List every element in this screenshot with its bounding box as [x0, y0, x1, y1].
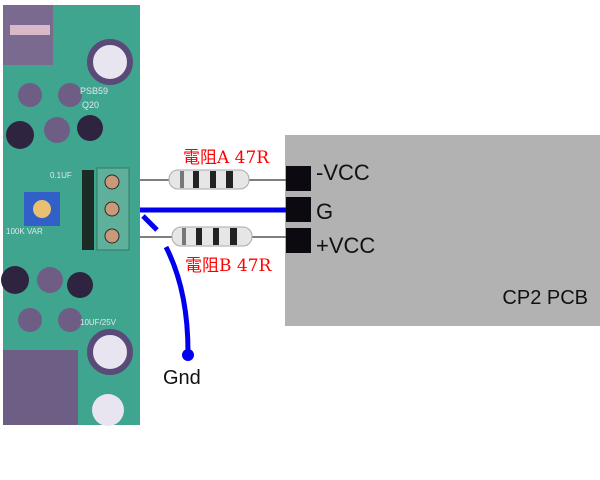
silk-100kvar: 100K VAR — [6, 227, 43, 236]
cp2-pcb-board — [285, 135, 600, 326]
resistor-a — [168, 169, 250, 190]
cp2-pcb-label: CP2 PCB — [502, 287, 588, 309]
ground-label: Gnd — [163, 367, 201, 389]
silk-10uf: 10UF/25V — [80, 318, 117, 327]
pin-label-pos-vcc: +VCC — [316, 233, 375, 258]
silk-psb59: PSB59 — [80, 86, 108, 96]
pcb-photo: PSB59 Q20 0.1UF 100K VAR 10UF/25V — [1, 5, 140, 426]
ground-lead — [163, 245, 191, 353]
pin-neg-vcc — [286, 166, 311, 191]
silk-q20: Q20 — [82, 100, 99, 110]
resistor-b — [171, 226, 253, 247]
pin-pos-vcc — [286, 228, 311, 253]
ground-wire-branch — [141, 214, 159, 232]
pin-g — [286, 197, 311, 222]
pin-label-neg-vcc: -VCC — [316, 160, 370, 185]
resistor-a-label: 電阻A 47R — [183, 148, 270, 168]
ground-terminal-dot — [182, 349, 194, 361]
silk-01uf: 0.1UF — [50, 171, 72, 180]
resistor-b-label: 電阻B 47R — [185, 256, 273, 276]
pin-label-g: G — [316, 199, 333, 224]
